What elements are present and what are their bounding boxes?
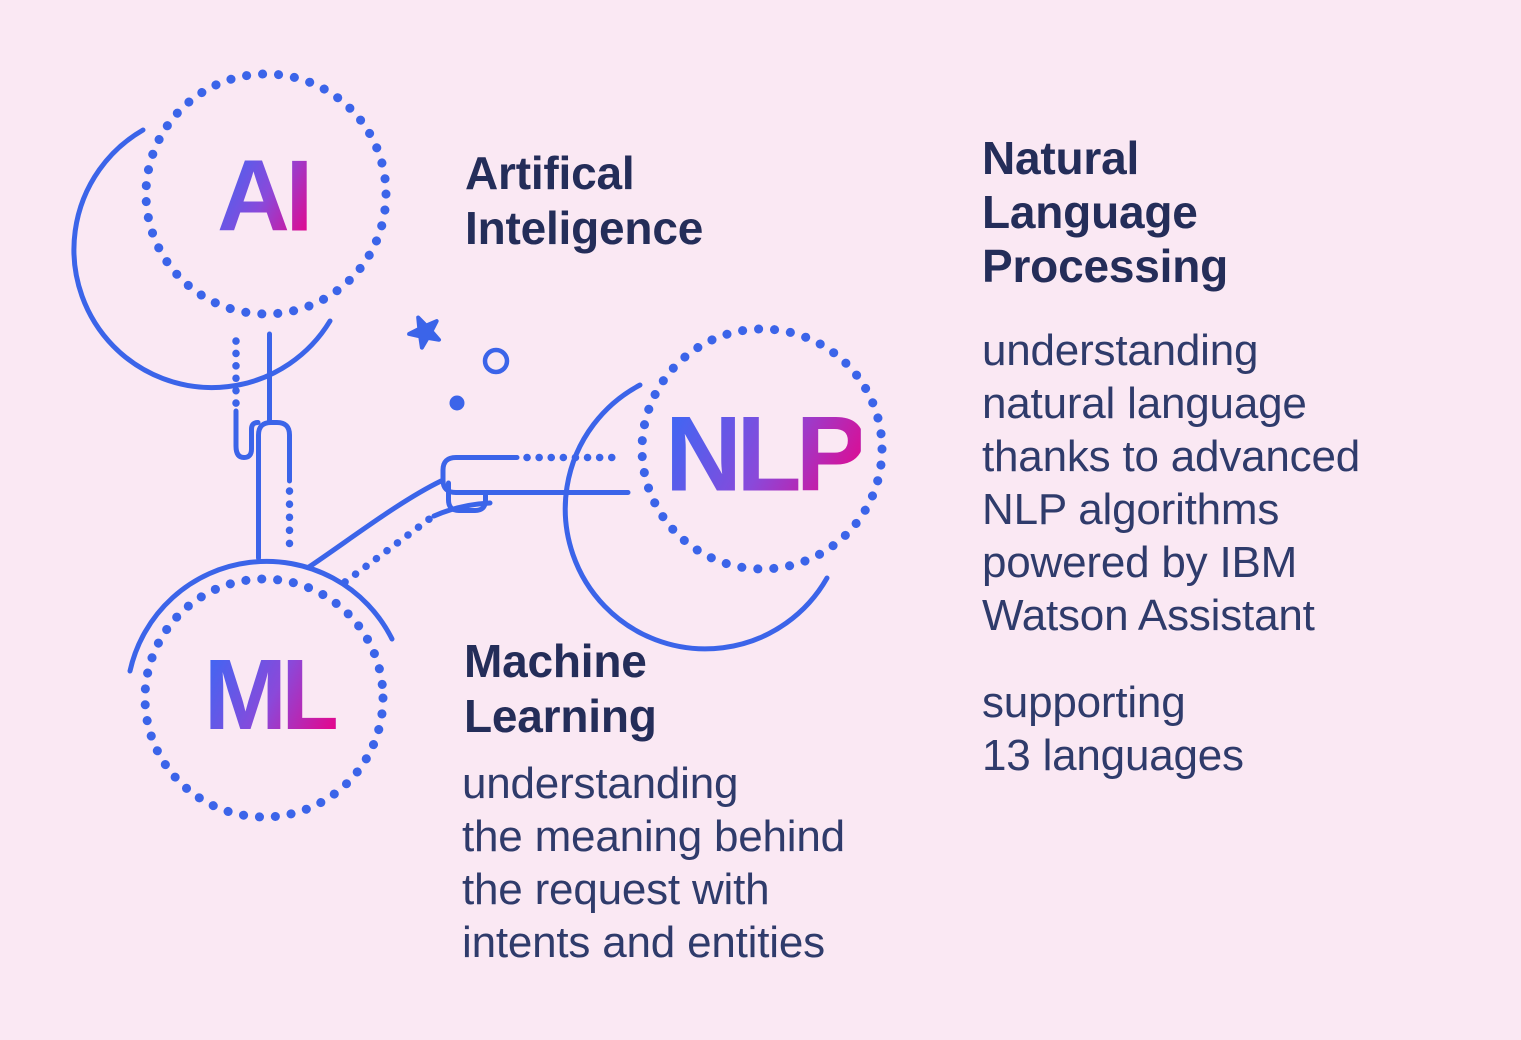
nlp-title-line: Natural <box>982 132 1140 184</box>
ring-icon <box>482 347 510 375</box>
ml-description-line: intents and entities <box>462 918 825 967</box>
nlp-title-line: Language <box>982 186 1198 238</box>
cable-ml-nlp-plug <box>440 455 631 495</box>
cable-ml-nlp-hook <box>446 480 488 513</box>
ml-description-line: the meaning behind <box>462 812 845 861</box>
nlp-description-line: Watson Assistant <box>982 591 1315 640</box>
nlp-supported-languages-line: 13 languages <box>982 731 1244 780</box>
nlp-badge: NLP <box>664 393 867 514</box>
nlp-title: Natural Language Processing <box>982 131 1228 293</box>
dot-icon <box>449 395 465 411</box>
ml-dotted-circle <box>140 574 388 822</box>
cable-ai-ml-hook <box>233 408 261 461</box>
cable-ml-nlp-solid-curve <box>306 478 444 570</box>
cable-ml-nlp-dotted-curve <box>341 510 440 586</box>
nlp-description-line: thanks to advanced <box>982 432 1361 481</box>
cable-ai-ml <box>232 331 294 561</box>
nlp-description-line: powered by IBM <box>982 538 1298 587</box>
ml-badge: ML <box>203 639 342 751</box>
ai-title-line: Artifical <box>465 147 635 199</box>
ai-solid-arc <box>71 127 333 391</box>
ai-dotted-circle <box>141 69 391 319</box>
ml-title-line: Machine <box>464 635 647 687</box>
cable-ml-nlp <box>306 453 631 586</box>
nlp-dotted-circle <box>637 324 887 574</box>
ml-description-line: understanding <box>462 759 739 808</box>
ml-solid-arc <box>127 558 395 674</box>
nlp-solid-arc <box>562 382 830 652</box>
star-icon <box>407 315 441 350</box>
nlp-description-line: understanding <box>982 326 1259 375</box>
nlp-title-line: Processing <box>982 240 1228 292</box>
ml-title-line: Learning <box>464 690 657 742</box>
ai-title-line: Inteligence <box>465 202 704 254</box>
ml-description-line: the request with <box>462 865 770 914</box>
ml-description: understanding the meaning behind the req… <box>462 757 845 969</box>
cable-ai-ml-plug <box>256 420 292 561</box>
nlp-description: understanding natural language thanks to… <box>982 324 1360 642</box>
nlp-description-line: natural language <box>982 379 1307 428</box>
ai-badge: AI <box>217 140 313 253</box>
ai-title: Artifical Inteligence <box>465 146 703 256</box>
ml-title: Machine Learning <box>464 634 657 744</box>
nlp-description-line: NLP algorithms <box>982 485 1280 534</box>
nlp-supported-languages: supporting 13 languages <box>982 676 1244 782</box>
nlp-supported-languages-line: supporting <box>982 678 1186 727</box>
